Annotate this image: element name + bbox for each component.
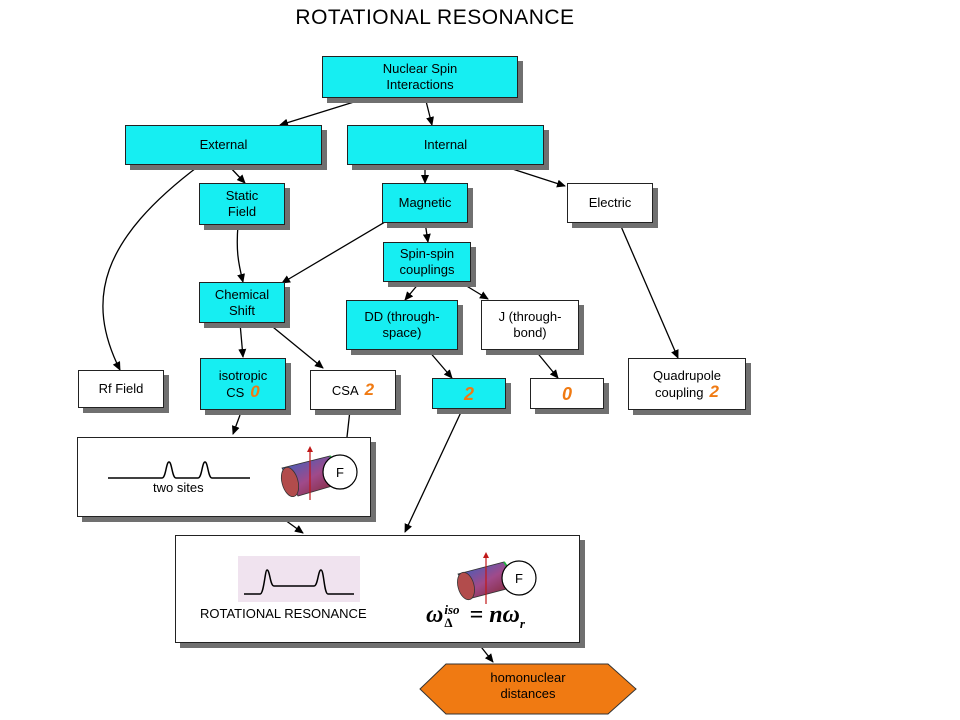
arrow-nuclear-external [279,96,371,127]
two-sites-panel: F two sites [77,437,371,517]
arrow-j-value [534,349,559,379]
arrow-magnetic-spinspin [422,221,431,243]
result-hexagon [419,663,637,715]
arrow-dd-value [427,349,453,379]
arrow-nuclear-internal [424,96,434,126]
node-dd-through-space: DD (through-space) [346,300,458,350]
arrow-ddvalue-rrpanel [404,409,463,533]
page-title: ROTATIONAL RESONANCE [295,6,575,29]
arrow-magnetic-chemshift [281,221,386,284]
svg-text:F: F [515,571,523,586]
csa-order-value: 2 [364,379,375,399]
arrow-spinspin-j [459,281,489,300]
node-j-through-bond: J (through-bond) [481,300,579,350]
quadrupole-order-value: 2 [709,381,719,401]
arrow-electric-quadrupole [619,223,679,359]
arrow-isotropic-panel [232,414,241,435]
arrow-external-rffield [102,164,201,371]
isotropic-order-value: 0 [250,381,260,401]
arrow-chemshift-isotropic [238,322,247,358]
arrow-rrpanel-result [477,642,494,663]
node-dd-value: 2 [432,378,506,409]
arrow-external-static [227,164,246,184]
node-internal: Internal [347,125,544,165]
j-order-value: 0 [561,383,572,404]
node-external: External [125,125,322,165]
node-magnetic: Magnetic [382,183,468,223]
fluorine-atom-icon: F [501,560,537,596]
arrow-panel-rrpanel [284,519,304,534]
two-sites-spectrum: F [108,438,370,516]
svg-text:F: F [336,465,344,480]
arrow-chemshift-csa [267,322,324,369]
node-electric: Electric [567,183,653,223]
fluorine-atom-icon: F [322,454,358,490]
rotational-resonance-caption: ROTATIONAL RESONANCE [200,606,367,621]
node-rf-field: Rf Field [78,370,164,408]
rotational-resonance-spectrum: F [238,552,537,604]
two-sites-caption: two sites [153,480,204,495]
arrow-spinspin-dd [404,281,421,301]
node-j-value: 0 [530,378,604,409]
arrow-static-chemshift [236,224,245,283]
arrow-internal-electric [499,164,566,188]
dd-order-value: 2 [463,383,474,404]
